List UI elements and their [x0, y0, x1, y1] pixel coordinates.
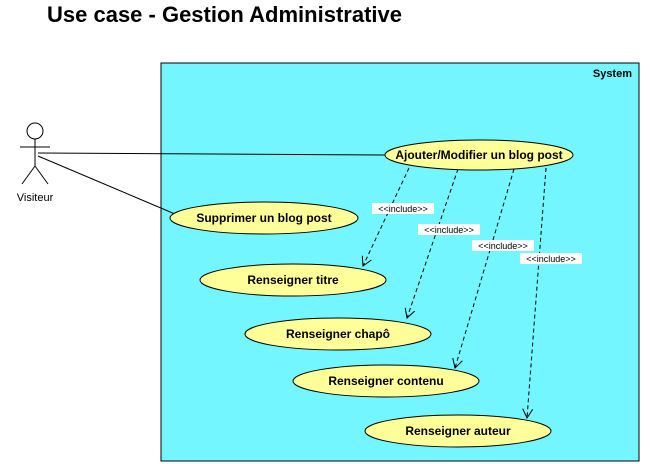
actor-visiteur[interactable]: Visiteur — [17, 122, 54, 204]
use-case-chapo[interactable]: Renseigner chapô — [244, 317, 432, 351]
include-arrow-chapo — [404, 168, 459, 319]
system-label: System — [593, 68, 632, 80]
include-label-chapo: <<include>> — [418, 224, 480, 235]
use-case-main[interactable]: Ajouter/Modifier un blog post — [384, 139, 574, 171]
use-case-auteur[interactable]: Renseigner auteur — [364, 414, 552, 448]
svg-text:<<include>>: <<include>> — [526, 254, 576, 264]
svg-text:<<include>>: <<include>> — [478, 241, 528, 251]
actor-head — [26, 122, 44, 140]
use-case-titre[interactable]: Renseigner titre — [199, 263, 387, 297]
svg-text:<<include>>: <<include>> — [424, 225, 474, 235]
diagram-title: Use case - Gestion Administrative — [47, 2, 402, 27]
use-case-auteur-label: Renseigner auteur — [405, 424, 511, 438]
include-label-titre: <<include>> — [372, 203, 434, 214]
actor-label: Visiteur — [17, 192, 54, 204]
use-case-contenu[interactable]: Renseigner contenu — [292, 364, 480, 398]
use-case-chapo-label: Renseigner chapô — [286, 327, 390, 341]
include-label-contenu: <<include>> — [472, 240, 534, 251]
actor-leg-right — [34, 165, 49, 185]
svg-text:<<include>>: <<include>> — [378, 204, 428, 214]
include-label-auteur: <<include>> — [520, 253, 582, 264]
use-case-delete-label: Supprimer un blog post — [196, 211, 331, 225]
use-case-titre-label: Renseigner titre — [247, 273, 339, 287]
use-case-main-label: Ajouter/Modifier un blog post — [395, 148, 562, 162]
association-delete — [37, 155, 176, 215]
use-case-delete[interactable]: Supprimer un blog post — [169, 201, 359, 235]
association-main — [37, 152, 387, 156]
use-case-contenu-label: Renseigner contenu — [328, 374, 443, 388]
actor-leg-left — [21, 165, 36, 185]
